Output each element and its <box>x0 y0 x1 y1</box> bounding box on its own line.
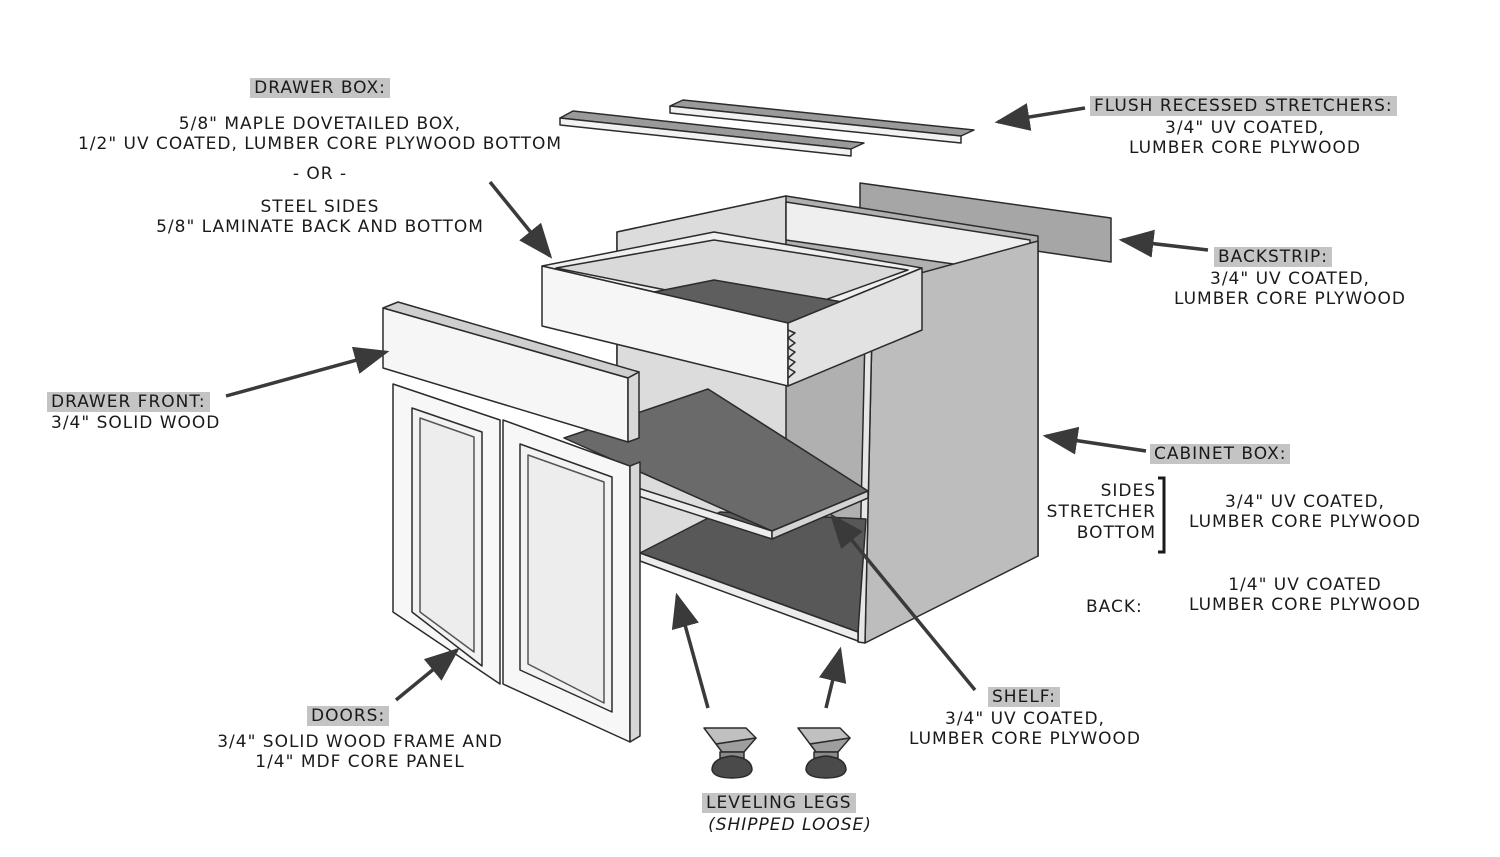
flush-stretchers-label: Flush Recessed Stretchers: <box>1090 96 1397 116</box>
backstrip-line1: 3/4" UV coated, <box>1210 269 1370 289</box>
doors-heading: Doors: <box>307 706 390 726</box>
doors-line1: 3/4" solid wood frame and <box>217 732 503 752</box>
doors-label: Doors: <box>307 706 390 726</box>
cabinet-box-heading: Cabinet Box: <box>1150 444 1291 464</box>
shelf-label: Shelf: <box>988 687 1060 707</box>
cabinet-box-part-sides: Sides <box>1100 481 1156 501</box>
cabinet-box-part-bottom: Bottom <box>1076 523 1156 543</box>
drawer-front <box>382 301 640 443</box>
drawer-box-line1: 5/8" maple dovetailed box, <box>178 114 462 134</box>
callout-arrows <box>225 103 1209 709</box>
backstrip-heading: Backstrip: <box>1214 247 1332 267</box>
leveling-legs-label: Leveling Legs <box>702 793 856 813</box>
shelf-line2: lumber core plywood <box>908 729 1142 749</box>
backstrip-label: Backstrip: <box>1214 247 1332 267</box>
drawer-front-heading: Drawer Front: <box>47 392 210 412</box>
flush-stretchers-line1: 3/4" UV coated, <box>1165 118 1325 138</box>
doors <box>392 383 641 743</box>
cabinet-box-back-line2: lumber core plywood <box>1188 595 1422 615</box>
leveling-legs-heading: Leveling Legs <box>702 793 856 813</box>
drawer-box <box>541 231 923 387</box>
shelf-heading: Shelf: <box>988 687 1060 707</box>
leveling-legs-note: (shipped loose) <box>708 815 872 835</box>
cabinet-box-back-line1: 1/4" UV coated <box>1228 575 1382 595</box>
flush-stretchers-line2: lumber core plywood <box>1128 138 1362 158</box>
leveling-legs <box>703 727 851 779</box>
cabinet-box-parts-line2: lumber core plywood <box>1188 512 1422 532</box>
drawer-box-heading: Drawer Box: <box>250 78 390 98</box>
flush-stretchers-heading: Flush Recessed Stretchers: <box>1090 96 1397 116</box>
doors-line2: 1/4" MDF core panel <box>255 752 465 772</box>
cabinet-box-bracket <box>1158 476 1166 554</box>
stretcher-panels <box>559 99 975 157</box>
drawer-box-line3: steel sides <box>260 197 380 217</box>
drawer-front-line1: 3/4" solid wood <box>51 413 221 433</box>
cabinet-box-part-stretcher: Stretcher <box>1046 502 1156 522</box>
drawer-box-line4: 5/8" laminate back and bottom <box>156 217 484 237</box>
shelf-line1: 3/4" UV coated, <box>945 709 1105 729</box>
cabinet-box-back-label: Back: <box>1086 597 1143 617</box>
cabinet-box-label: Cabinet Box: <box>1150 444 1291 464</box>
cabinet-box-parts-line1: 3/4" UV coated, <box>1225 492 1385 512</box>
drawer-box-label: Drawer Box: <box>80 78 560 98</box>
drawer-front-label: Drawer Front: <box>47 392 210 412</box>
backstrip-line2: lumber core plywood <box>1173 289 1407 309</box>
drawer-box-or: - or - <box>292 164 348 184</box>
drawer-box-line2: 1/2" UV coated, lumber core plywood bott… <box>77 134 563 154</box>
